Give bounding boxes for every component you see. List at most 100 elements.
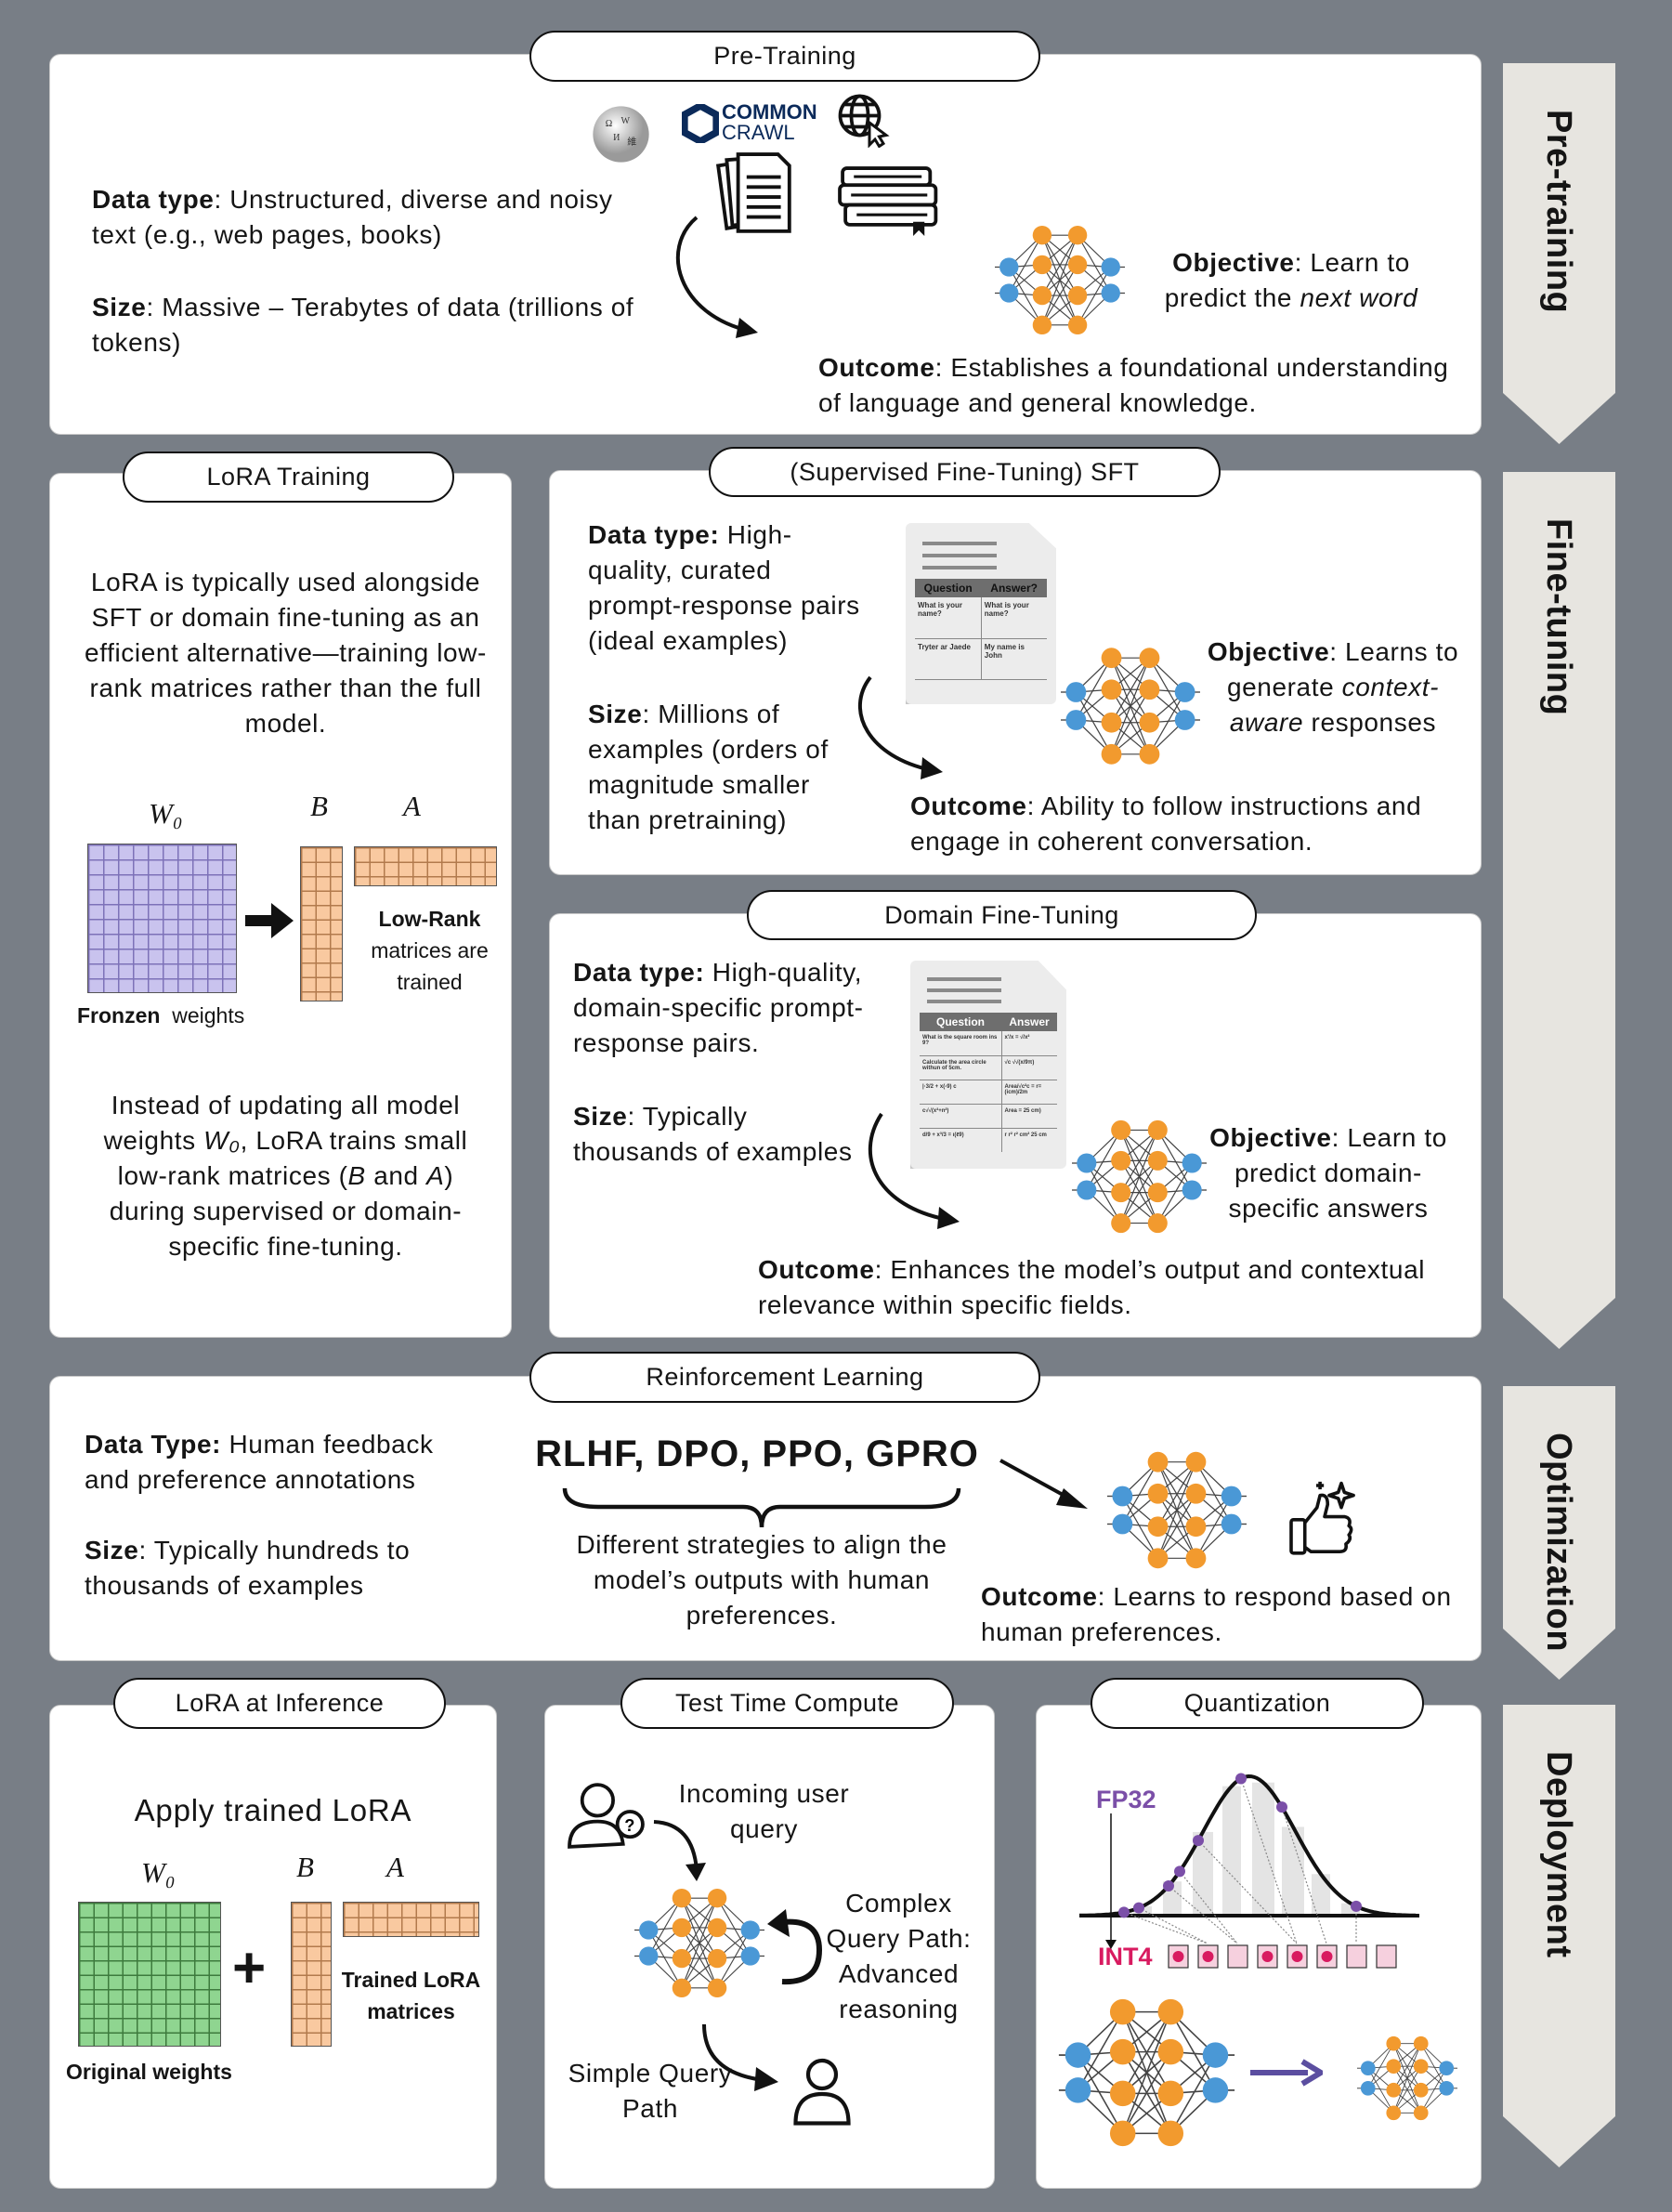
neuron xyxy=(1157,2080,1184,2107)
connection xyxy=(1121,1461,1159,1525)
neuron xyxy=(672,1918,692,1938)
neuron xyxy=(1109,2038,1136,2065)
neuron xyxy=(1386,2105,1402,2121)
stage-arrow-pretraining: Pre-training xyxy=(1503,63,1615,444)
mapping-line xyxy=(1123,1911,1208,1944)
int4-value xyxy=(1321,1951,1333,1962)
connection xyxy=(1120,1160,1158,1224)
neuron xyxy=(1413,2105,1429,2121)
connection xyxy=(1110,657,1151,755)
int4-bin xyxy=(1227,1944,1248,1969)
domain-data-type: Data type: High-quality, domain-specific… xyxy=(573,958,864,1057)
fp32-point xyxy=(1118,1906,1130,1918)
lora-a-matrix xyxy=(354,846,497,886)
connection xyxy=(647,1897,683,1957)
arrow-right-icon xyxy=(1250,2059,1323,2087)
neuron xyxy=(672,1978,692,1998)
neural-network-icon xyxy=(995,225,1125,335)
connection xyxy=(1392,2066,1422,2114)
sft-data-type: Data type: High-quality, curated prompt-… xyxy=(588,520,860,655)
connection xyxy=(1077,2011,1124,2091)
pretraining-title: Pre-Training xyxy=(529,31,1040,82)
mapping-line xyxy=(1138,1907,1208,1944)
connection xyxy=(1041,234,1078,326)
connection xyxy=(1121,1496,1159,1559)
user-icon xyxy=(793,2058,851,2126)
user-question-icon: ? xyxy=(568,1783,645,1849)
sft-size: Size: Millions of examples (orders of ma… xyxy=(588,700,829,834)
lora-a-matrix xyxy=(343,1902,479,1937)
documents-icon xyxy=(715,152,791,233)
neuron xyxy=(707,1978,727,1998)
neuron xyxy=(1174,682,1195,702)
connection xyxy=(1111,657,1150,724)
neural-network-icon xyxy=(634,1888,764,1998)
int4-label: INT4 xyxy=(1098,1943,1153,1970)
rl-size: Size: Typically hundreds to thousands of… xyxy=(85,1536,411,1600)
neuron xyxy=(1221,1486,1242,1507)
connection xyxy=(1008,234,1043,294)
neuron xyxy=(639,1920,659,1940)
incoming-query-label: Incoming user query xyxy=(678,1779,850,1843)
neuron xyxy=(1439,2061,1455,2076)
stage-arrow-finetuning: Fine-tuning xyxy=(1503,472,1615,1349)
neuron xyxy=(1202,2077,1229,2103)
neuron xyxy=(1157,2038,1184,2065)
svg-text:?: ? xyxy=(624,1816,634,1835)
quantization-diagram xyxy=(1079,1773,1419,1969)
neuron xyxy=(1147,1119,1168,1140)
neuron xyxy=(1185,1451,1207,1472)
pretraining-outcome: Outcome: Establishes a foundational unde… xyxy=(818,353,1449,417)
connection xyxy=(1086,1162,1122,1224)
histogram-bar xyxy=(1193,1831,1213,1916)
connection xyxy=(1086,1130,1122,1191)
connection xyxy=(1077,234,1112,294)
neuron xyxy=(1386,2082,1402,2098)
connection xyxy=(1392,2043,1422,2090)
connection xyxy=(1121,2011,1172,2134)
connection xyxy=(1169,2011,1217,2091)
a-label: A xyxy=(403,790,421,822)
neuron xyxy=(1202,2042,1229,2068)
neuron xyxy=(1147,1548,1169,1569)
neuron xyxy=(1067,255,1088,275)
neuron xyxy=(1101,257,1120,277)
connection xyxy=(647,1930,683,1989)
fp32-point xyxy=(1163,1879,1174,1891)
neuron xyxy=(1032,255,1052,275)
rl-panel xyxy=(49,1376,1482,1661)
connection xyxy=(1367,2067,1394,2114)
neuron xyxy=(1221,1513,1242,1535)
lora-b-matrix xyxy=(291,1902,332,2047)
connection xyxy=(1367,2043,1394,2089)
neuron xyxy=(1101,648,1122,669)
neuron xyxy=(707,1888,727,1908)
arrow-right-icon xyxy=(245,903,294,938)
neuron xyxy=(1109,1998,1136,2025)
neuron xyxy=(1147,1516,1169,1538)
int4-value xyxy=(1202,1951,1214,1962)
common-crawl-logo-icon xyxy=(682,104,719,143)
mapping-line xyxy=(1179,1871,1238,1944)
ttc-panel xyxy=(544,1705,995,2189)
neuron xyxy=(1065,2042,1091,2068)
neuron xyxy=(1109,2120,1136,2147)
lora-inference-title: LoRA at Inference xyxy=(113,1678,446,1729)
quantization-title: Quantization xyxy=(1091,1678,1424,1729)
neuron xyxy=(1111,1213,1131,1234)
neuron xyxy=(1147,1213,1168,1234)
stage-arrow-deployment: Deployment xyxy=(1503,1705,1615,2167)
simple-path-label: Simple Query Path xyxy=(568,2059,733,2123)
arrow-down-icon xyxy=(653,1820,706,1881)
lora-b-matrix xyxy=(300,846,343,1001)
neuron xyxy=(1413,2035,1429,2051)
neuron xyxy=(1185,1548,1207,1569)
pretraining-objective: Objective: Learn to predict the next wor… xyxy=(1164,248,1418,312)
loop-arrow-icon xyxy=(767,1909,823,1985)
connection xyxy=(1148,657,1186,721)
domain-size: Size: Typically thousands of examples xyxy=(573,1102,853,1166)
connection xyxy=(1077,2054,1124,2134)
